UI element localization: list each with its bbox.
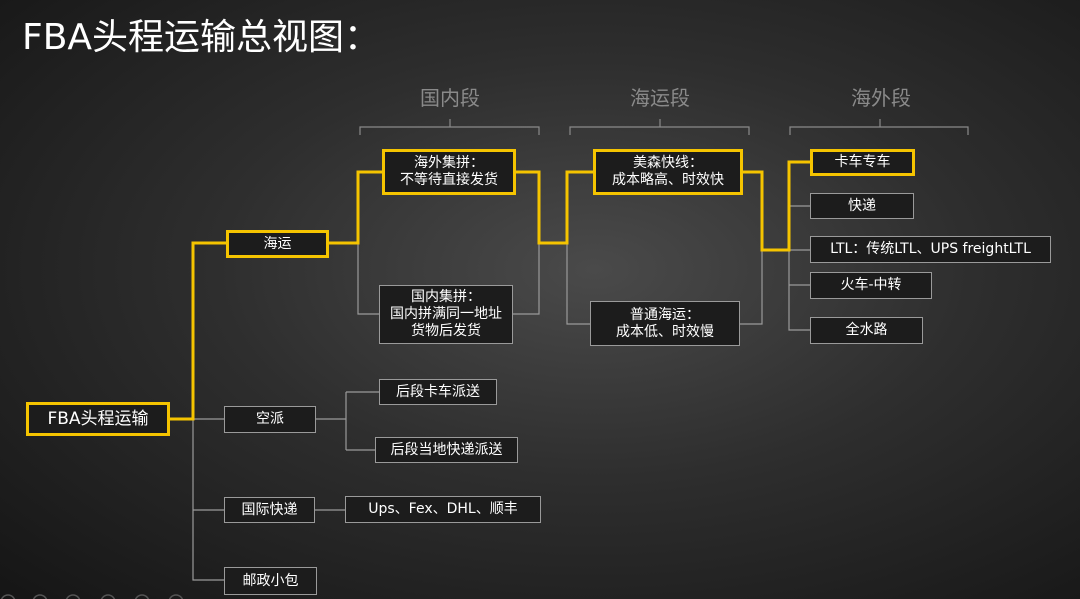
node-intl-express: 国际快递 <box>224 497 315 523</box>
node-rail: 火车-中转 <box>810 272 932 299</box>
node-carriers: Ups、Fex、DHL、顺丰 <box>345 496 541 523</box>
node-overseas-consolidation: 海外集拼： 不等待直接发货 <box>382 149 516 195</box>
section-brackets <box>359 119 969 135</box>
node-air: 空派 <box>224 406 316 433</box>
node-air-local-express: 后段当地快递派送 <box>375 437 518 463</box>
node-courier: 快递 <box>810 193 914 219</box>
node-air-truck-delivery: 后段卡车派送 <box>379 379 497 405</box>
pen-icon <box>65 594 81 599</box>
node-all-water: 全水路 <box>810 317 923 344</box>
page-title: FBA头程运输总视图： <box>22 17 381 58</box>
node-matson-express: 美森快线： 成本略高、时效快 <box>593 149 743 195</box>
node-fba-root: FBA头程运输 <box>26 402 170 436</box>
menu-icon <box>168 594 184 599</box>
section-overseas-label: 海外段 <box>851 86 911 110</box>
node-normal-sea: 普通海运： 成本低、时效慢 <box>590 301 740 346</box>
section-ocean-label: 海运段 <box>630 86 690 110</box>
node-ltl: LTL：传统LTL、UPS freightLTL <box>810 236 1051 263</box>
section-domestic-label: 国内段 <box>420 86 480 110</box>
slide-controls[interactable] <box>0 590 200 599</box>
highlight-path <box>170 160 810 421</box>
view-icon <box>134 594 150 599</box>
next-slide-icon <box>32 594 48 599</box>
zoom-icon <box>100 594 116 599</box>
node-truck: 卡车专车 <box>810 149 915 176</box>
prev-slide-icon <box>0 594 16 599</box>
node-domestic-consolidation: 国内集拼： 国内拼满同一地址 货物后发货 <box>379 285 513 344</box>
node-sea: 海运 <box>226 230 329 258</box>
node-postal: 邮政小包 <box>224 567 317 595</box>
